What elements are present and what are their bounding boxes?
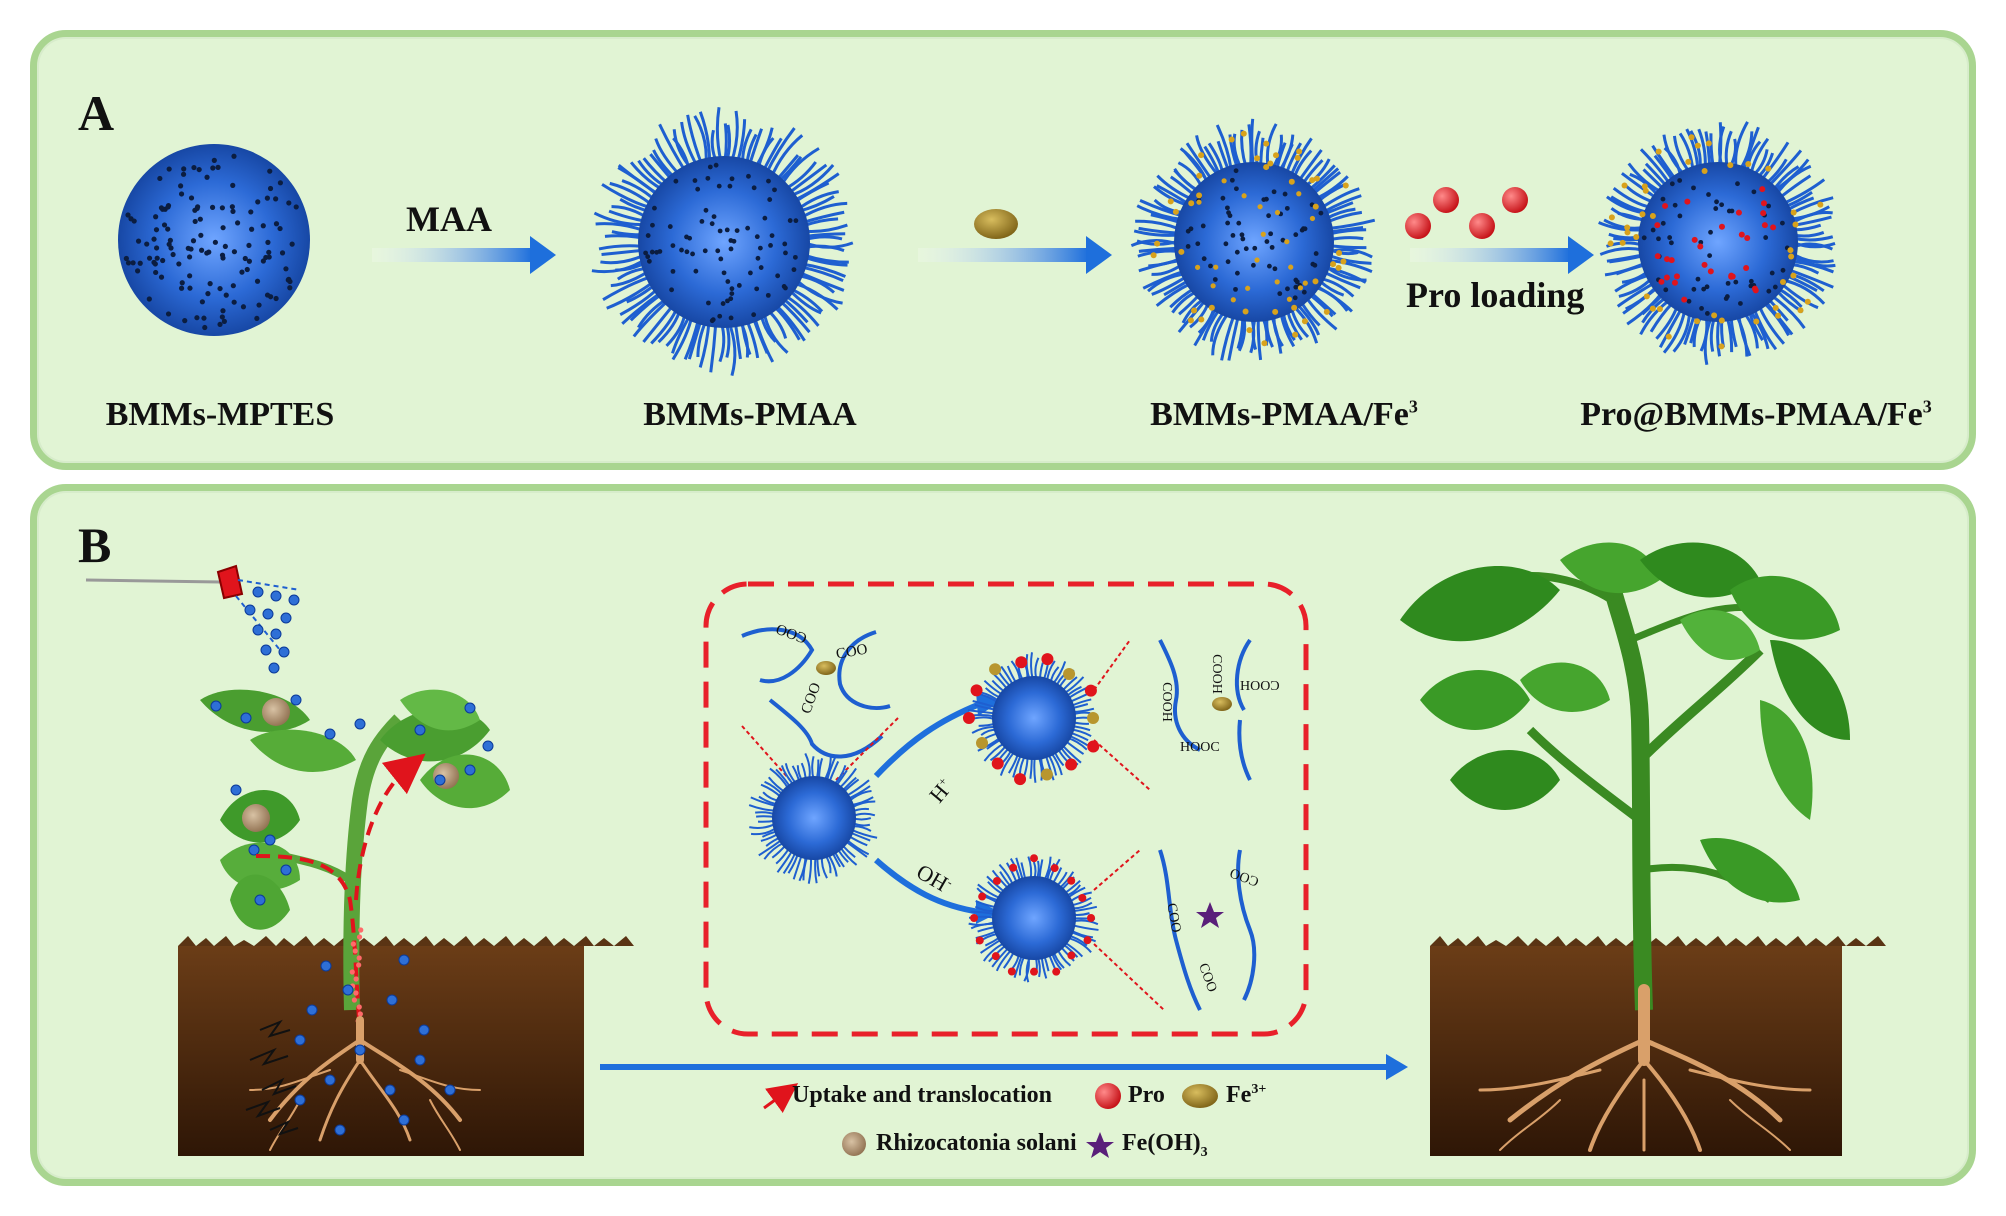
- roots-right: [1478, 984, 1812, 1152]
- arrow-treatment: [600, 1054, 1408, 1080]
- legend-uptake: Uptake and translocation: [792, 1082, 1053, 1108]
- legend-fe-sup: 3+: [1251, 1082, 1267, 1097]
- inset-hooc: HOOC: [1180, 740, 1220, 755]
- soil-nanoparticles: [294, 954, 456, 1136]
- legend-feoh-sub: 3: [1200, 1144, 1208, 1160]
- caption-bmms-pmaa-fe: BMMs-PMAA/Fe3: [1150, 396, 1418, 434]
- legend-pro: Pro: [1128, 1082, 1165, 1108]
- arrow-pro-loading: [1405, 187, 1594, 274]
- legend-fe-main: Fe: [1226, 1082, 1252, 1108]
- legend-icons: [763, 1083, 1218, 1158]
- legend-fe: Fe3+: [1226, 1082, 1266, 1109]
- inset-cooh-2: COOH: [1158, 682, 1174, 722]
- caption-bmms-pmaa-fe-sup: 3: [1408, 396, 1418, 417]
- caption-bmms-mptes: BMMs-MPTES: [105, 396, 335, 433]
- sphere-bmms-pmaa-fe: [1130, 118, 1376, 361]
- legend-rhizo: Rhizocatonia solani: [876, 1130, 1077, 1156]
- sphere-bmms-pmaa: [591, 107, 854, 377]
- caption-bmms-pmaa: BMMs-PMAA: [643, 396, 857, 433]
- caption-pro-bmms-pmaa-fe-main: Pro@BMMs-PMAA/Fe: [1580, 396, 1923, 433]
- soil-left: [178, 936, 634, 1156]
- inset-cooh-1: COOH: [1208, 654, 1224, 694]
- arrow-maa: [372, 236, 556, 274]
- pro-loading-label: Pro loading: [1406, 275, 1585, 315]
- sprayer-nozzle: [85, 564, 301, 674]
- arrow-fe: [918, 209, 1112, 274]
- inset-cooh-4: COOH: [1240, 677, 1280, 692]
- plant-small-infected: [200, 689, 510, 1031]
- sphere-pro-bmms-pmaa-fe: [1598, 121, 1836, 366]
- fungal-hyphae: [245, 1019, 299, 1136]
- legend-feoh-main: Fe(OH): [1122, 1130, 1201, 1156]
- sphere-bmms-mptes: [118, 144, 310, 336]
- panel-a-label: A: [78, 85, 115, 141]
- caption-bmms-pmaa-fe-main: BMMs-PMAA/Fe: [1150, 396, 1409, 433]
- caption-pro-bmms-pmaa-fe: Pro@BMMs-PMAA/Fe3: [1580, 396, 1932, 434]
- legend-feoh: Fe(OH)3: [1122, 1130, 1208, 1161]
- panel-b-label: B: [78, 517, 112, 573]
- maa-label: MAA: [406, 199, 492, 239]
- mechanism-inset: [703, 581, 1309, 1037]
- caption-pro-bmms-pmaa-fe-sup: 3: [1922, 396, 1932, 417]
- plant-healthy: [1400, 542, 1850, 1011]
